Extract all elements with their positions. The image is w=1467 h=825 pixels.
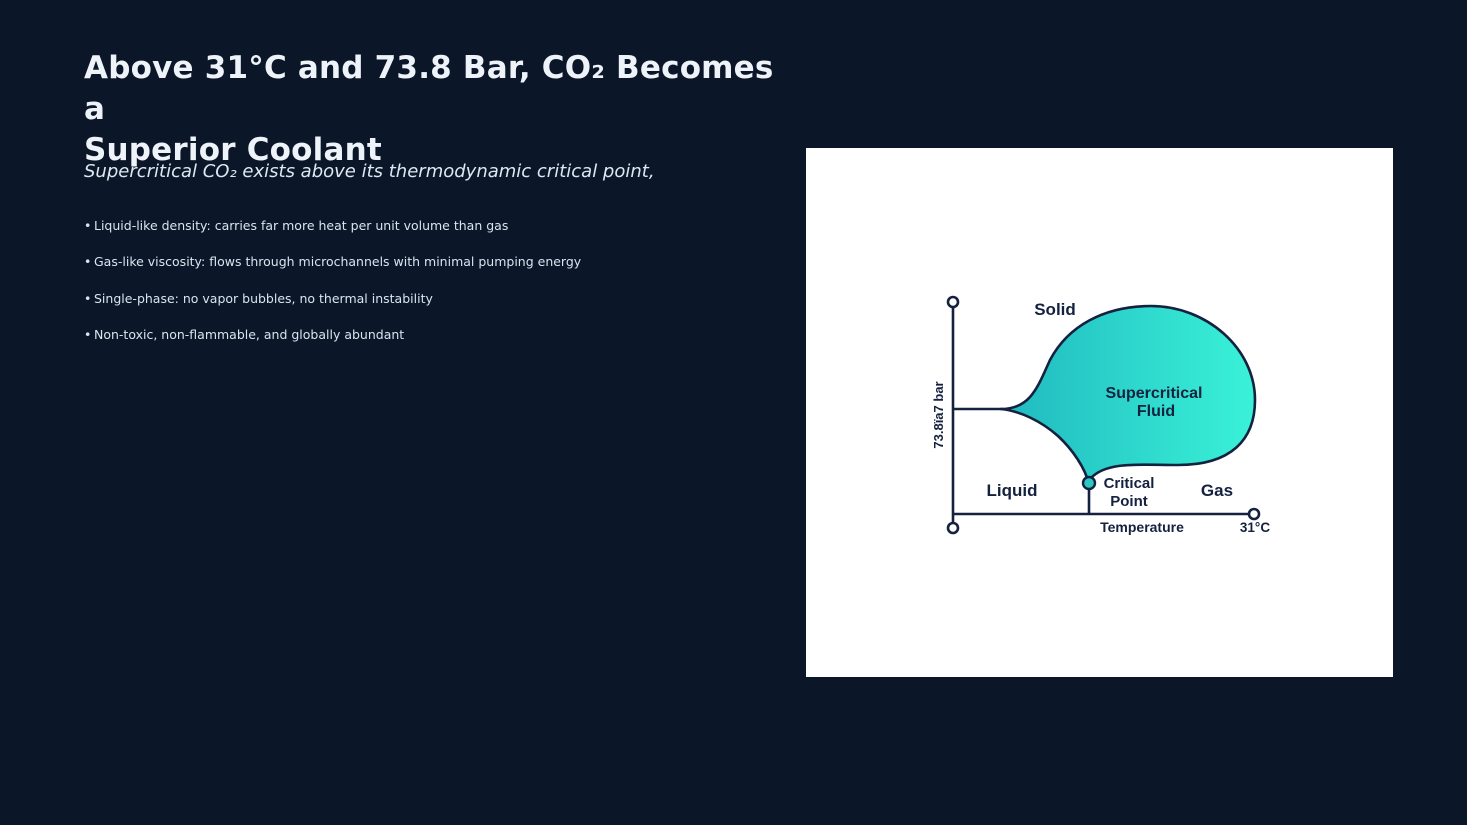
bullet-list: •Liquid-like density: carries far more h… bbox=[84, 216, 581, 361]
y-axis-tick-label: 73.8ïa7 bar bbox=[931, 381, 946, 448]
critical-point-label-line-1: Critical bbox=[1104, 475, 1155, 492]
gas-label: Gas bbox=[1201, 481, 1233, 500]
x-axis-end-marker bbox=[1247, 507, 1261, 521]
x-axis-tick-label: 31°C bbox=[1240, 520, 1270, 535]
phase-diagram-figure: Solid Supercritical Fluid Liquid Critica… bbox=[806, 148, 1393, 677]
slide-title-line-1: Above 31°C and 73.8 Bar, CO₂ Becomes a bbox=[84, 50, 774, 127]
x-axis-title: Temperature bbox=[1100, 519, 1184, 535]
slide-title-line-2: Superior Coolant bbox=[84, 132, 382, 168]
bullet-text: Non-toxic, non-flammable, and globally a… bbox=[94, 326, 405, 342]
bullet-item: •Non-toxic, non-flammable, and globally … bbox=[84, 325, 581, 345]
bullet-text: Liquid-like density: carries far more he… bbox=[94, 218, 509, 233]
bullet-text: Gas-like viscosity: flows through microc… bbox=[94, 254, 582, 270]
bullet-item: •Single-phase: no vapor bubbles, no ther… bbox=[84, 289, 581, 309]
bullet-marker: • bbox=[84, 290, 92, 306]
bullet-item: •Gas-like viscosity: flows through micro… bbox=[84, 252, 581, 272]
bullet-marker: • bbox=[84, 254, 92, 270]
bullet-text: Single-phase: no vapor bubbles, no therm… bbox=[94, 290, 433, 306]
critical-point-marker bbox=[1081, 475, 1097, 491]
bullet-marker: • bbox=[84, 326, 92, 342]
critical-point-label-line-2: Point bbox=[1110, 493, 1148, 510]
slide-title: Above 31°C and 73.8 Bar, CO₂ Becomes a S… bbox=[84, 48, 804, 171]
y-axis-top-marker bbox=[946, 295, 960, 309]
origin-marker bbox=[946, 521, 960, 535]
phase-diagram: Solid Supercritical Fluid Liquid Critica… bbox=[931, 295, 1270, 535]
bullet-item: •Liquid-like density: carries far more h… bbox=[84, 216, 581, 236]
supercritical-region bbox=[999, 304, 1257, 486]
supercritical-label-line-2: Fluid bbox=[1137, 403, 1175, 420]
supercritical-label-line-1: Supercritical bbox=[1106, 385, 1203, 402]
liquid-label: Liquid bbox=[987, 481, 1038, 500]
solid-label: Solid bbox=[1034, 300, 1076, 319]
slide-subtitle: Supercritical CO₂ exists above its therm… bbox=[84, 161, 655, 182]
bullet-marker: • bbox=[84, 218, 92, 233]
